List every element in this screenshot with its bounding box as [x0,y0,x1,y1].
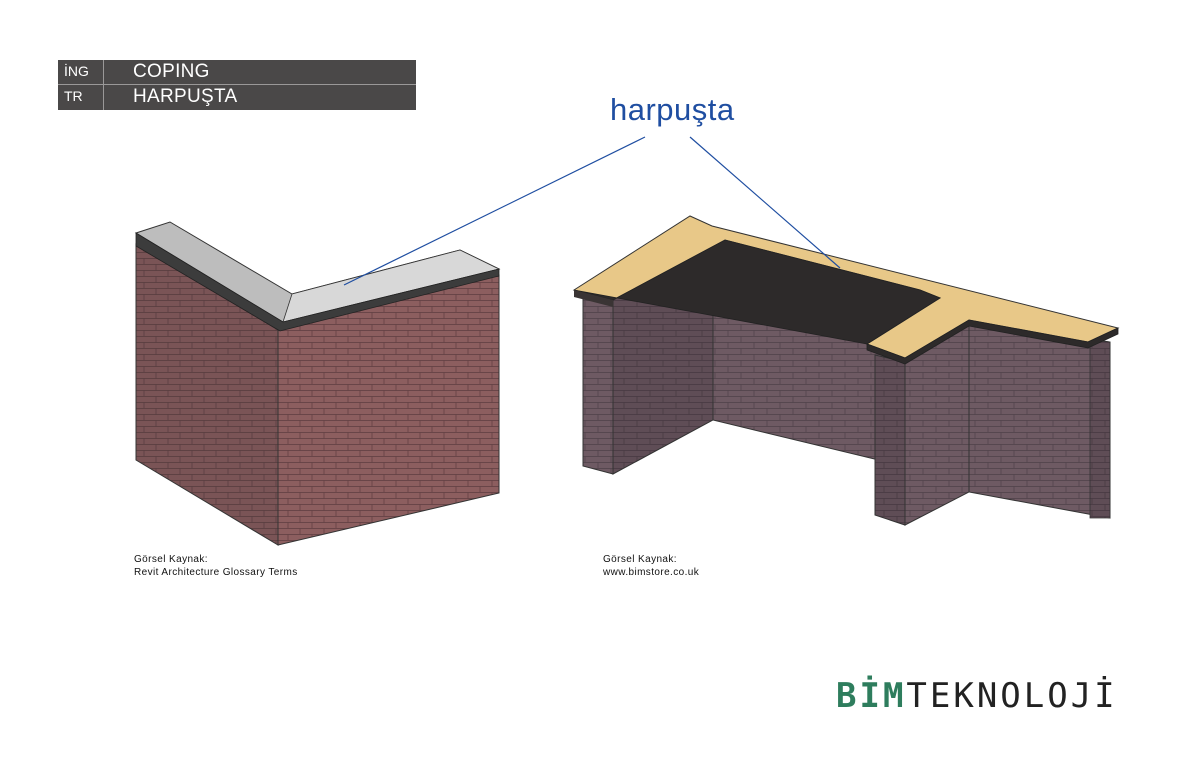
term-row-english: İNG COPING [58,60,416,85]
credit-heading: Görsel Kaynak: [134,554,208,565]
term-label: COPING [133,61,210,82]
image-credit-right: Görsel Kaynak: www.bimstore.co.uk [603,553,699,579]
right-wall-inner-pier-side [874,354,906,526]
credit-heading: Görsel Kaynak: [603,554,677,565]
right-wall-far-section [968,319,1111,519]
callout-leader-left [343,136,646,286]
bimteknoloji-logo: BİMTEKNOLOJİ [836,678,1118,714]
right-wall-illustration [572,215,1120,526]
logo-part-teknoloji: TEKNOLOJİ [906,676,1118,716]
term-row-turkish: TR HARPUŞTA [58,85,416,109]
term-label: HARPUŞTA [133,86,238,107]
credit-source: www.bimstore.co.uk [603,567,700,578]
right-wall-left-pier [582,296,614,475]
logo-part-bim: BİM [836,676,907,716]
column-divider [103,60,104,110]
callout-leader-right [689,136,841,269]
lang-code: TR [64,88,83,104]
image-credit-left: Görsel Kaynak: Revit Architecture Glossa… [134,553,298,579]
callout-label: harpuşta [610,92,735,127]
right-wall-far-end [1089,339,1111,519]
term-table: İNG COPING TR HARPUŞTA [58,60,416,110]
lang-code: İNG [64,63,89,79]
credit-source: Revit Architecture Glossary Terms [134,567,298,578]
left-coping-edge [135,232,500,332]
right-coping-edge [573,239,1119,365]
left-wall-illustration [134,221,501,546]
right-coping-front-lip [574,290,613,307]
